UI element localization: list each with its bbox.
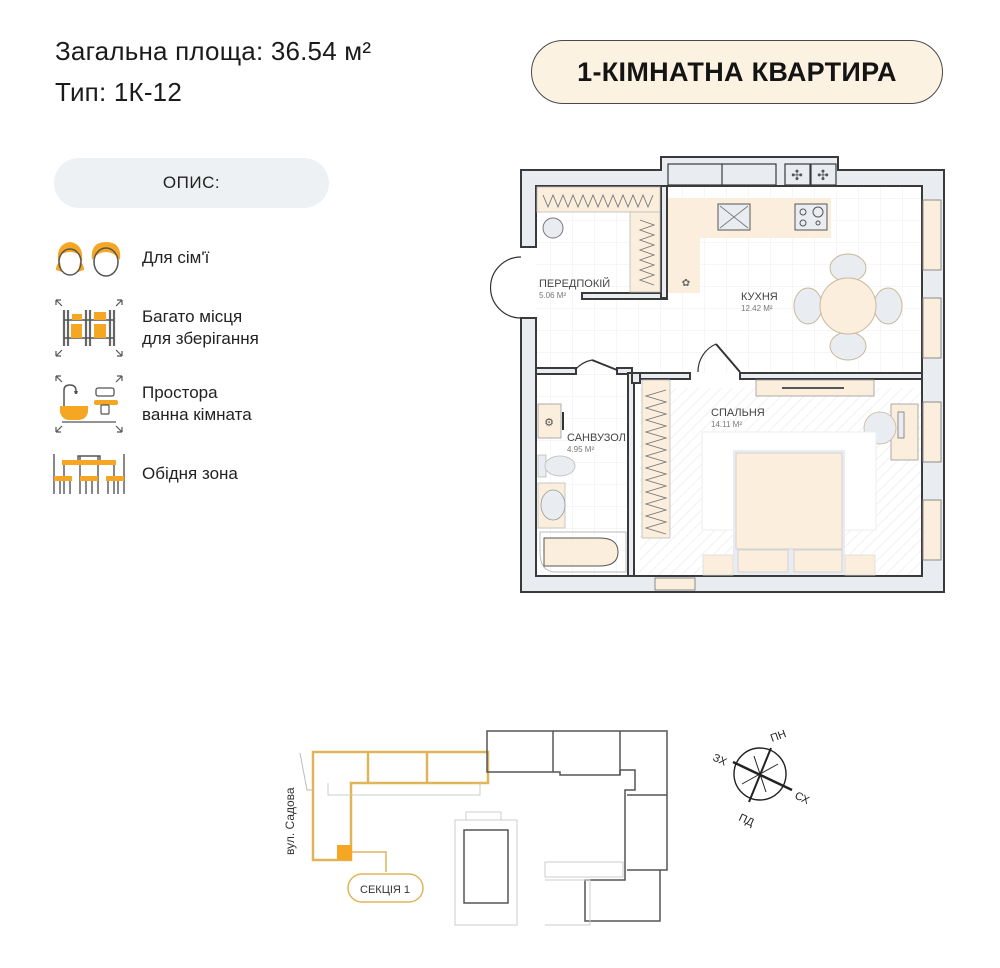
bathroom-icon [55,375,123,433]
section-label-pill [347,873,424,903]
total-area-label: Загальна площа: [55,36,264,66]
feature-bathroom-line2: ванна кімната [142,405,252,424]
room-kitchen-area: 12.42 М² [741,304,773,313]
site-plan: СЕКЦІЯ 1 вул. Садова [283,730,668,926]
total-area-value: 36.54 м² [270,36,372,66]
compass-rose: ПН СХ ПД ЗХ [711,728,812,830]
room-bedroom-area: 14.11 М² [711,420,742,429]
room-bathroom-name: САНВУЗОЛ [567,432,626,444]
feature-storage-line1: Багато місця [142,307,243,326]
compass-west: ЗХ [711,752,729,769]
apartment-floor-plan: ✣ ✣ ✿ ⚙ [490,156,945,593]
compass-north: ПН [769,728,788,745]
feature-storage: Багато місця для зберігання [52,296,259,360]
compass-east: СХ [793,790,812,807]
type-label: Тип: [55,77,107,107]
section-marker [337,845,352,860]
room-kitchen-name: КУХНЯ [741,291,778,303]
svg-text:⚙: ⚙ [544,417,554,429]
type-value: 1К-12 [113,77,182,107]
section-label: СЕКЦІЯ 1 [360,884,410,896]
compass-south: ПД [737,812,756,830]
total-area: Загальна площа: 36.54 м² [55,33,371,69]
room-hallway-name: ПЕРЕДПОКІЙ [539,277,610,290]
fan-icon: ✣ [791,167,803,183]
fan-icon: ✣ [817,167,829,183]
room-bathroom-area: 4.95 М² [567,445,594,454]
feature-family-text: Для сім'ї [142,248,210,267]
feature-dining: Обідня зона [52,442,238,506]
feature-dining-text: Обідня зона [142,464,238,483]
room-hallway-area: 5.06 М² [539,291,566,300]
room-bedroom-name: СПАЛЬНЯ [711,407,765,419]
feature-storage-line2: для зберігання [142,329,259,348]
storage-shelves-icon [55,299,123,357]
apartment-type-code: Тип: 1К-12 [55,74,182,110]
feature-bathroom: Простора ванна кімната [52,372,252,436]
street-label: вул. Садова [283,787,297,855]
svg-text:✿: ✿ [682,278,690,289]
apartment-type-badge: 1-КІМНАТНА КВАРТИРА [531,40,943,104]
family-icon [56,242,121,277]
dining-table-icon [53,454,125,494]
feature-family: Для сім'ї [52,226,209,290]
feature-bathroom-line1: Простора [142,383,218,402]
description-header: ОПИС: [54,158,329,208]
